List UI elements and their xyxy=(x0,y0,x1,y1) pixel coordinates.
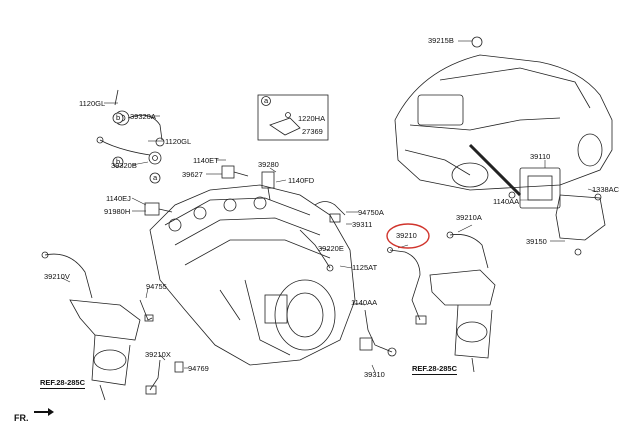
callout-letter-a1: a xyxy=(153,173,158,182)
label-1140fd: 1140FD xyxy=(288,176,315,185)
label-39320b: 39320B xyxy=(111,161,137,170)
callout-letter-b1: b xyxy=(116,113,121,122)
sensor-39210x xyxy=(145,359,161,395)
label-39627: 39627 xyxy=(182,170,203,179)
knock-sensor-39320b xyxy=(96,136,162,165)
label-94755: 94755 xyxy=(146,282,167,291)
label-94769: 94769 xyxy=(188,364,209,373)
label-39320a: 39320A xyxy=(130,112,156,121)
sensor-39220e xyxy=(299,229,334,272)
detail-bracket xyxy=(269,112,301,136)
sensor-94769 xyxy=(174,361,184,373)
callout-letter-a2: a xyxy=(264,96,269,105)
callout-b-2 xyxy=(112,156,124,168)
label-94750a: 94750A xyxy=(358,208,384,217)
label-39110: 39110 xyxy=(530,152,551,161)
label-39210a: 39210A xyxy=(456,213,482,222)
cam-sensor-39280 xyxy=(261,171,275,201)
label-39215b: 39215B xyxy=(428,36,454,45)
ecu-module xyxy=(508,167,606,256)
sensor-39627 xyxy=(221,165,249,179)
label-1220ha: 1220HA xyxy=(298,114,326,123)
label-1125at: 1125AT xyxy=(352,263,378,272)
callout-b-1 xyxy=(112,112,124,124)
front-arrow-icon xyxy=(34,408,54,416)
label-39210x: 39210X xyxy=(145,350,171,359)
front-label: FR. xyxy=(14,413,29,423)
crank-sensor-39310 xyxy=(359,309,397,357)
label-39210: 39210 xyxy=(396,231,417,240)
label-91980h: 91980H xyxy=(104,207,131,216)
o2-sensor-39210 xyxy=(387,247,427,325)
sensor-94750a xyxy=(314,201,346,223)
label-1140aa-a: 1140AA xyxy=(493,197,520,206)
leader-lines xyxy=(61,40,599,373)
label-1338ac: 1338AC xyxy=(592,185,620,194)
sensor-94755 xyxy=(139,299,154,322)
label-39311: 39311 xyxy=(352,220,373,229)
label-1140aa-b: 1140AA xyxy=(351,298,378,307)
label-1140et: 1140ET xyxy=(193,156,219,165)
label-39150: 39150 xyxy=(526,237,547,246)
label-1120gl-b: 1120GL xyxy=(165,137,192,146)
label-39310: 39310 xyxy=(364,370,385,379)
callout-letter-b2: b xyxy=(116,157,121,166)
vehicle-illustration xyxy=(394,36,613,197)
detail-box-a xyxy=(257,94,329,141)
label-39220e: 39220E xyxy=(318,244,344,253)
engine-illustration xyxy=(149,184,356,366)
label-1140ej: 1140EJ xyxy=(106,194,131,203)
label-39210v: 39210V xyxy=(44,272,70,281)
callout-a-2 xyxy=(261,96,271,106)
label-27369: 27369 xyxy=(302,127,323,136)
ref-right: REF.28-285C xyxy=(412,364,458,375)
highlight-ellipse xyxy=(386,223,430,249)
callout-a-1 xyxy=(149,172,161,184)
ref-left: REF.28-285C xyxy=(40,378,86,389)
label-1120gl-a: 1120GL xyxy=(79,99,106,108)
label-39280: 39280 xyxy=(258,160,279,169)
sensor-91980h xyxy=(144,202,173,216)
right-catalytic-converter xyxy=(429,231,496,373)
left-catalytic-converter xyxy=(41,251,141,401)
